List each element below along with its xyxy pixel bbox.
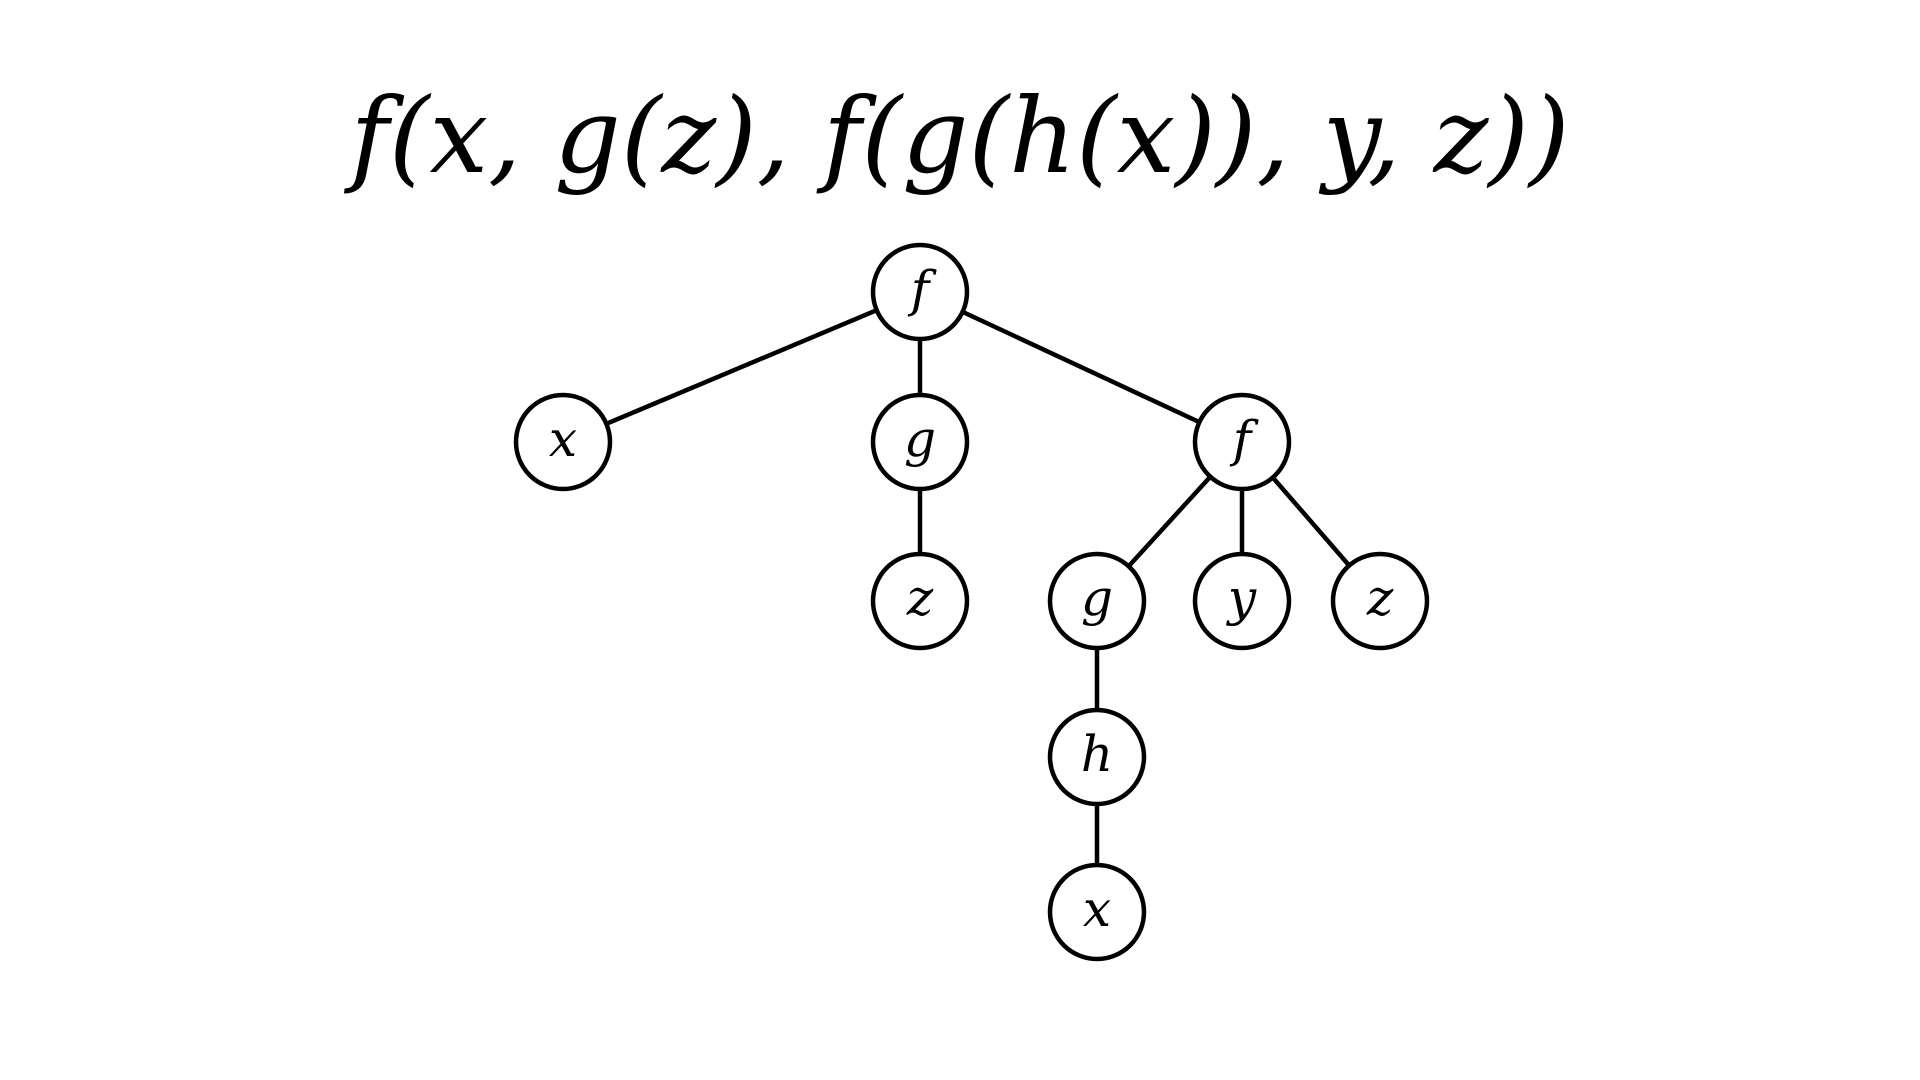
tree-nodes: f x g f z g y z h x	[513, 242, 1430, 962]
tree-node-label: g	[1081, 569, 1113, 627]
tree-node-x2: x	[1047, 862, 1147, 962]
tree-node-label: h	[1081, 725, 1113, 783]
tree-node-f2: f	[1192, 392, 1292, 492]
tree-node-circle	[1047, 707, 1147, 807]
tree-node-circle	[1192, 551, 1292, 651]
tree-node-circle	[1047, 551, 1147, 651]
tree-edge-root_f-f2	[917, 289, 1245, 445]
tree-node-circle	[1047, 862, 1147, 962]
tree-node-circle	[870, 242, 970, 342]
tree-node-label: g	[904, 410, 936, 468]
tree-node-label: z	[906, 569, 934, 627]
tree-node-label: x	[1083, 880, 1111, 938]
tree-node-label: y	[1226, 569, 1257, 627]
tree-node-circle	[870, 392, 970, 492]
tree-node-label: x	[549, 410, 577, 468]
tree-node-x1: x	[513, 392, 613, 492]
tree-node-circle	[1330, 551, 1430, 651]
tree-node-y1: y	[1192, 551, 1292, 651]
tree-node-label: z	[1366, 569, 1394, 627]
tree-edge-root_f-x1	[560, 289, 923, 445]
tree-node-g2: g	[1047, 551, 1147, 651]
tree-node-h1: h	[1047, 707, 1147, 807]
tree-node-g1: g	[870, 392, 970, 492]
tree-node-circle	[1192, 392, 1292, 492]
tree-node-root_f: f	[870, 242, 970, 342]
expression-title: f(x, g(z), f(g(h(x)), y, z))	[343, 75, 1569, 197]
tree-node-z1: z	[870, 551, 970, 651]
tree-node-circle	[870, 551, 970, 651]
tree-node-z2: z	[1330, 551, 1430, 651]
tree-node-circle	[513, 392, 613, 492]
